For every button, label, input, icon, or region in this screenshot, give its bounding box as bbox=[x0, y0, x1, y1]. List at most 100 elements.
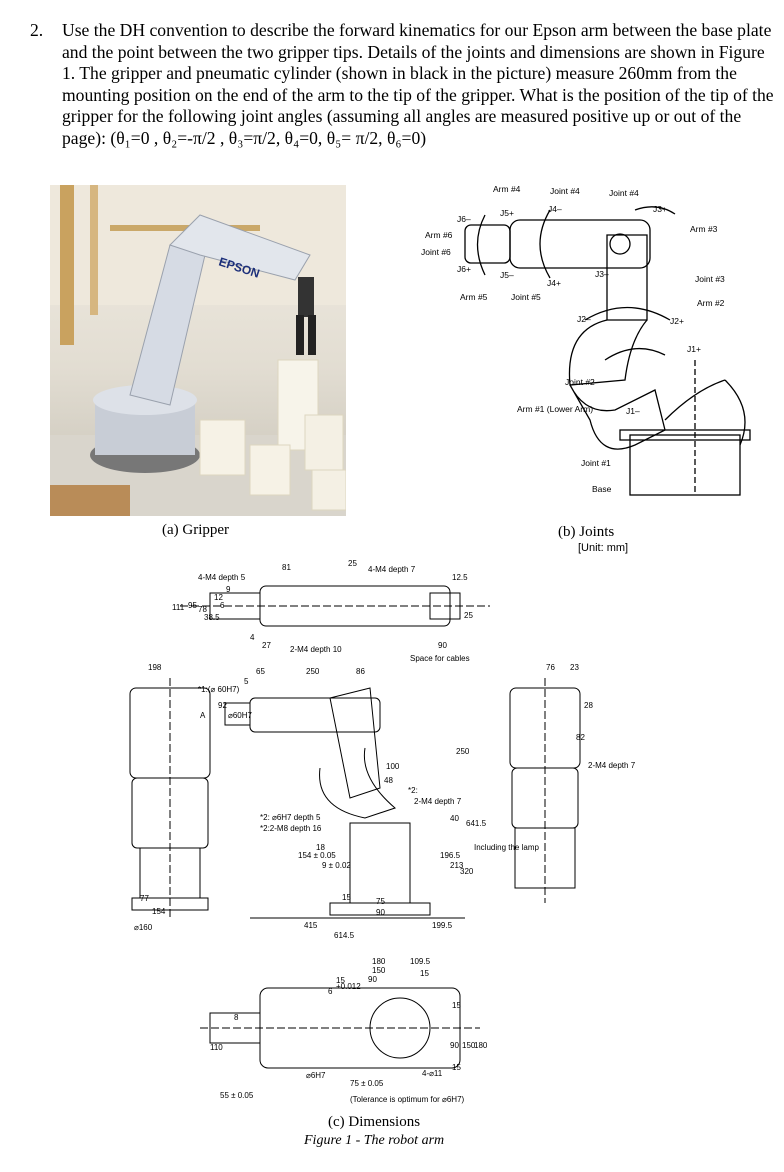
dim-55: 55 ± 0.05 bbox=[220, 1091, 254, 1100]
dim-note-h7: *2: ⌀6H7 depth 5 bbox=[260, 813, 321, 822]
dim-250: 250 bbox=[306, 667, 320, 676]
dim-m4-depth5: 4-M4 depth 5 bbox=[198, 573, 246, 582]
label-j2-minus: J2– bbox=[577, 314, 591, 324]
dim-25b: 25 bbox=[464, 611, 473, 620]
dim-86: 86 bbox=[356, 667, 365, 676]
dim-15c: 15 bbox=[452, 1001, 461, 1010]
svg-text:81 25 4-M4 depth 7: 81 25 4-M4 depth 7 4-M4 depth 5 111 95 7… bbox=[134, 559, 637, 1104]
label-joint4-a: Joint #4 bbox=[550, 186, 580, 196]
dim-lamp: Including the lamp bbox=[474, 843, 539, 852]
dim-note-m8: *2:2-M8 depth 16 bbox=[260, 824, 322, 833]
dim-75: 75 bbox=[376, 897, 385, 906]
dim-95: 95 bbox=[188, 601, 197, 610]
dim-9b: 9 ± 0.02 bbox=[322, 861, 351, 870]
dim-81: 81 bbox=[282, 563, 291, 572]
label-j4-plus: J4+ bbox=[547, 278, 561, 288]
dim-198: 198 bbox=[148, 663, 162, 672]
dim-m4-depth7b: 2-M4 depth 7 bbox=[414, 797, 462, 806]
dim-m4-depth7c: 2-M4 depth 7 bbox=[588, 761, 636, 770]
label-j6-minus: J6– bbox=[457, 214, 471, 224]
dim-65: 65 bbox=[256, 667, 265, 676]
question-number: 2. bbox=[30, 20, 44, 40]
dim-154b: 154 bbox=[152, 907, 166, 916]
dim-15d: 15 bbox=[452, 1063, 461, 1072]
caption-a: (a) Gripper bbox=[162, 522, 230, 538]
dim-m4-depth7: 4-M4 depth 7 bbox=[368, 565, 416, 574]
dim-23: 23 bbox=[570, 663, 579, 672]
dim-15: 15 bbox=[342, 893, 351, 902]
dim-tolerance-note: (Tolerance is optimum for ⌀6H7) bbox=[350, 1095, 465, 1104]
dim-12-5: 12.5 bbox=[452, 573, 468, 582]
dim-5: 5 bbox=[244, 677, 249, 686]
label-j3-plus: J3+ bbox=[653, 204, 667, 214]
label-j5-plus: J5+ bbox=[500, 208, 514, 218]
label-arm2: Arm #2 bbox=[697, 298, 725, 308]
dim-111: 111 bbox=[172, 603, 185, 612]
unit-note: [Unit: mm] bbox=[578, 542, 629, 554]
dim-320: 320 bbox=[460, 867, 474, 876]
label-arm6: Arm #6 bbox=[425, 230, 453, 240]
dim-641-5: 641.5 bbox=[466, 819, 487, 828]
dim-150v: 150 bbox=[462, 1041, 476, 1050]
dim-76: 76 bbox=[546, 663, 555, 672]
dim-199-5: 199.5 bbox=[432, 921, 453, 930]
dim-213: 213 bbox=[450, 861, 464, 870]
dim-614-5: 614.5 bbox=[334, 931, 355, 940]
dim-9: 9 bbox=[226, 585, 231, 594]
label-j1-plus: J1+ bbox=[687, 344, 701, 354]
dim-6h7: ⌀6H7 bbox=[306, 1071, 326, 1080]
dim-12: 12 bbox=[214, 593, 223, 602]
label-arm1: Arm #1 (Lower Arm) bbox=[517, 404, 593, 414]
dim-75-tol: 75 ± 0.05 bbox=[350, 1079, 384, 1088]
joints-diagram: Arm #4 Joint #4 Joint #4 J6– J5+ J4– J3+… bbox=[421, 184, 751, 496]
label-j6-plus: J6+ bbox=[457, 264, 471, 274]
dim-40: 40 bbox=[450, 814, 459, 823]
dim-25: 25 bbox=[348, 559, 357, 568]
dim-6: 6 bbox=[328, 987, 333, 996]
label-joint2: Joint #2 bbox=[565, 377, 595, 387]
dim-100: 100 bbox=[386, 762, 400, 771]
dim-space-cables: Space for cables bbox=[410, 654, 470, 663]
dim-90v: 90 bbox=[450, 1041, 459, 1050]
dim-8: 8 bbox=[234, 1013, 239, 1022]
dim-109-5: 109.5 bbox=[410, 957, 431, 966]
dim-15b: 15 bbox=[420, 969, 429, 978]
label-j2-plus: J2+ bbox=[670, 316, 684, 326]
label-arm3: Arm #3 bbox=[690, 224, 718, 234]
dim-90: 90 bbox=[438, 641, 447, 650]
dim-tolerance: +0.012 bbox=[336, 982, 361, 991]
label-base: Base bbox=[592, 484, 612, 494]
dim-250v: 250 bbox=[456, 747, 470, 756]
label-arm4-top: Arm #4 bbox=[493, 184, 521, 194]
dim-196-5: 196.5 bbox=[440, 851, 461, 860]
dimensions-drawing: 81 25 4-M4 depth 7 4-M4 depth 5 111 95 7… bbox=[129, 559, 637, 1104]
dim-110: 110 bbox=[210, 1043, 223, 1052]
dim-60h7: ⌀60H7 bbox=[228, 711, 252, 720]
figure-caption: Figure 1 - The robot arm bbox=[304, 1133, 445, 1148]
label-j5-minus: J5– bbox=[500, 270, 514, 280]
dim-150: 150 bbox=[372, 966, 386, 975]
dim-6: 6 bbox=[220, 601, 225, 610]
caption-b: (b) Joints bbox=[558, 524, 615, 540]
robot-photo: EPSON bbox=[50, 185, 346, 516]
dim-4-11: 4-⌀11 bbox=[422, 1069, 443, 1078]
dim-18: 18 bbox=[316, 843, 325, 852]
label-joint5: Joint #5 bbox=[511, 292, 541, 302]
dim-38-5: 38.5 bbox=[204, 613, 220, 622]
dim-28: 28 bbox=[584, 701, 593, 710]
label-joint1: Joint #1 bbox=[581, 458, 611, 468]
dim-a: A bbox=[200, 711, 206, 720]
dim-90b: 90 bbox=[376, 908, 385, 917]
dim-48: 48 bbox=[384, 776, 393, 785]
label-joint3: Joint #3 bbox=[695, 274, 725, 284]
label-j3-minus: J3– bbox=[595, 269, 609, 279]
dim-154: 154 ± 0.05 bbox=[298, 851, 336, 860]
dim-note1: *1:(⌀ 60H7) bbox=[198, 685, 240, 694]
dim-82: 82 bbox=[576, 733, 585, 742]
dim-415: 415 bbox=[304, 921, 318, 930]
label-joint4-b: Joint #4 bbox=[609, 188, 639, 198]
dim-4: 4 bbox=[250, 633, 255, 642]
dim-note2: *2: bbox=[408, 786, 418, 795]
dim-77: 77 bbox=[140, 894, 149, 903]
dim-180: 180 bbox=[372, 957, 386, 966]
